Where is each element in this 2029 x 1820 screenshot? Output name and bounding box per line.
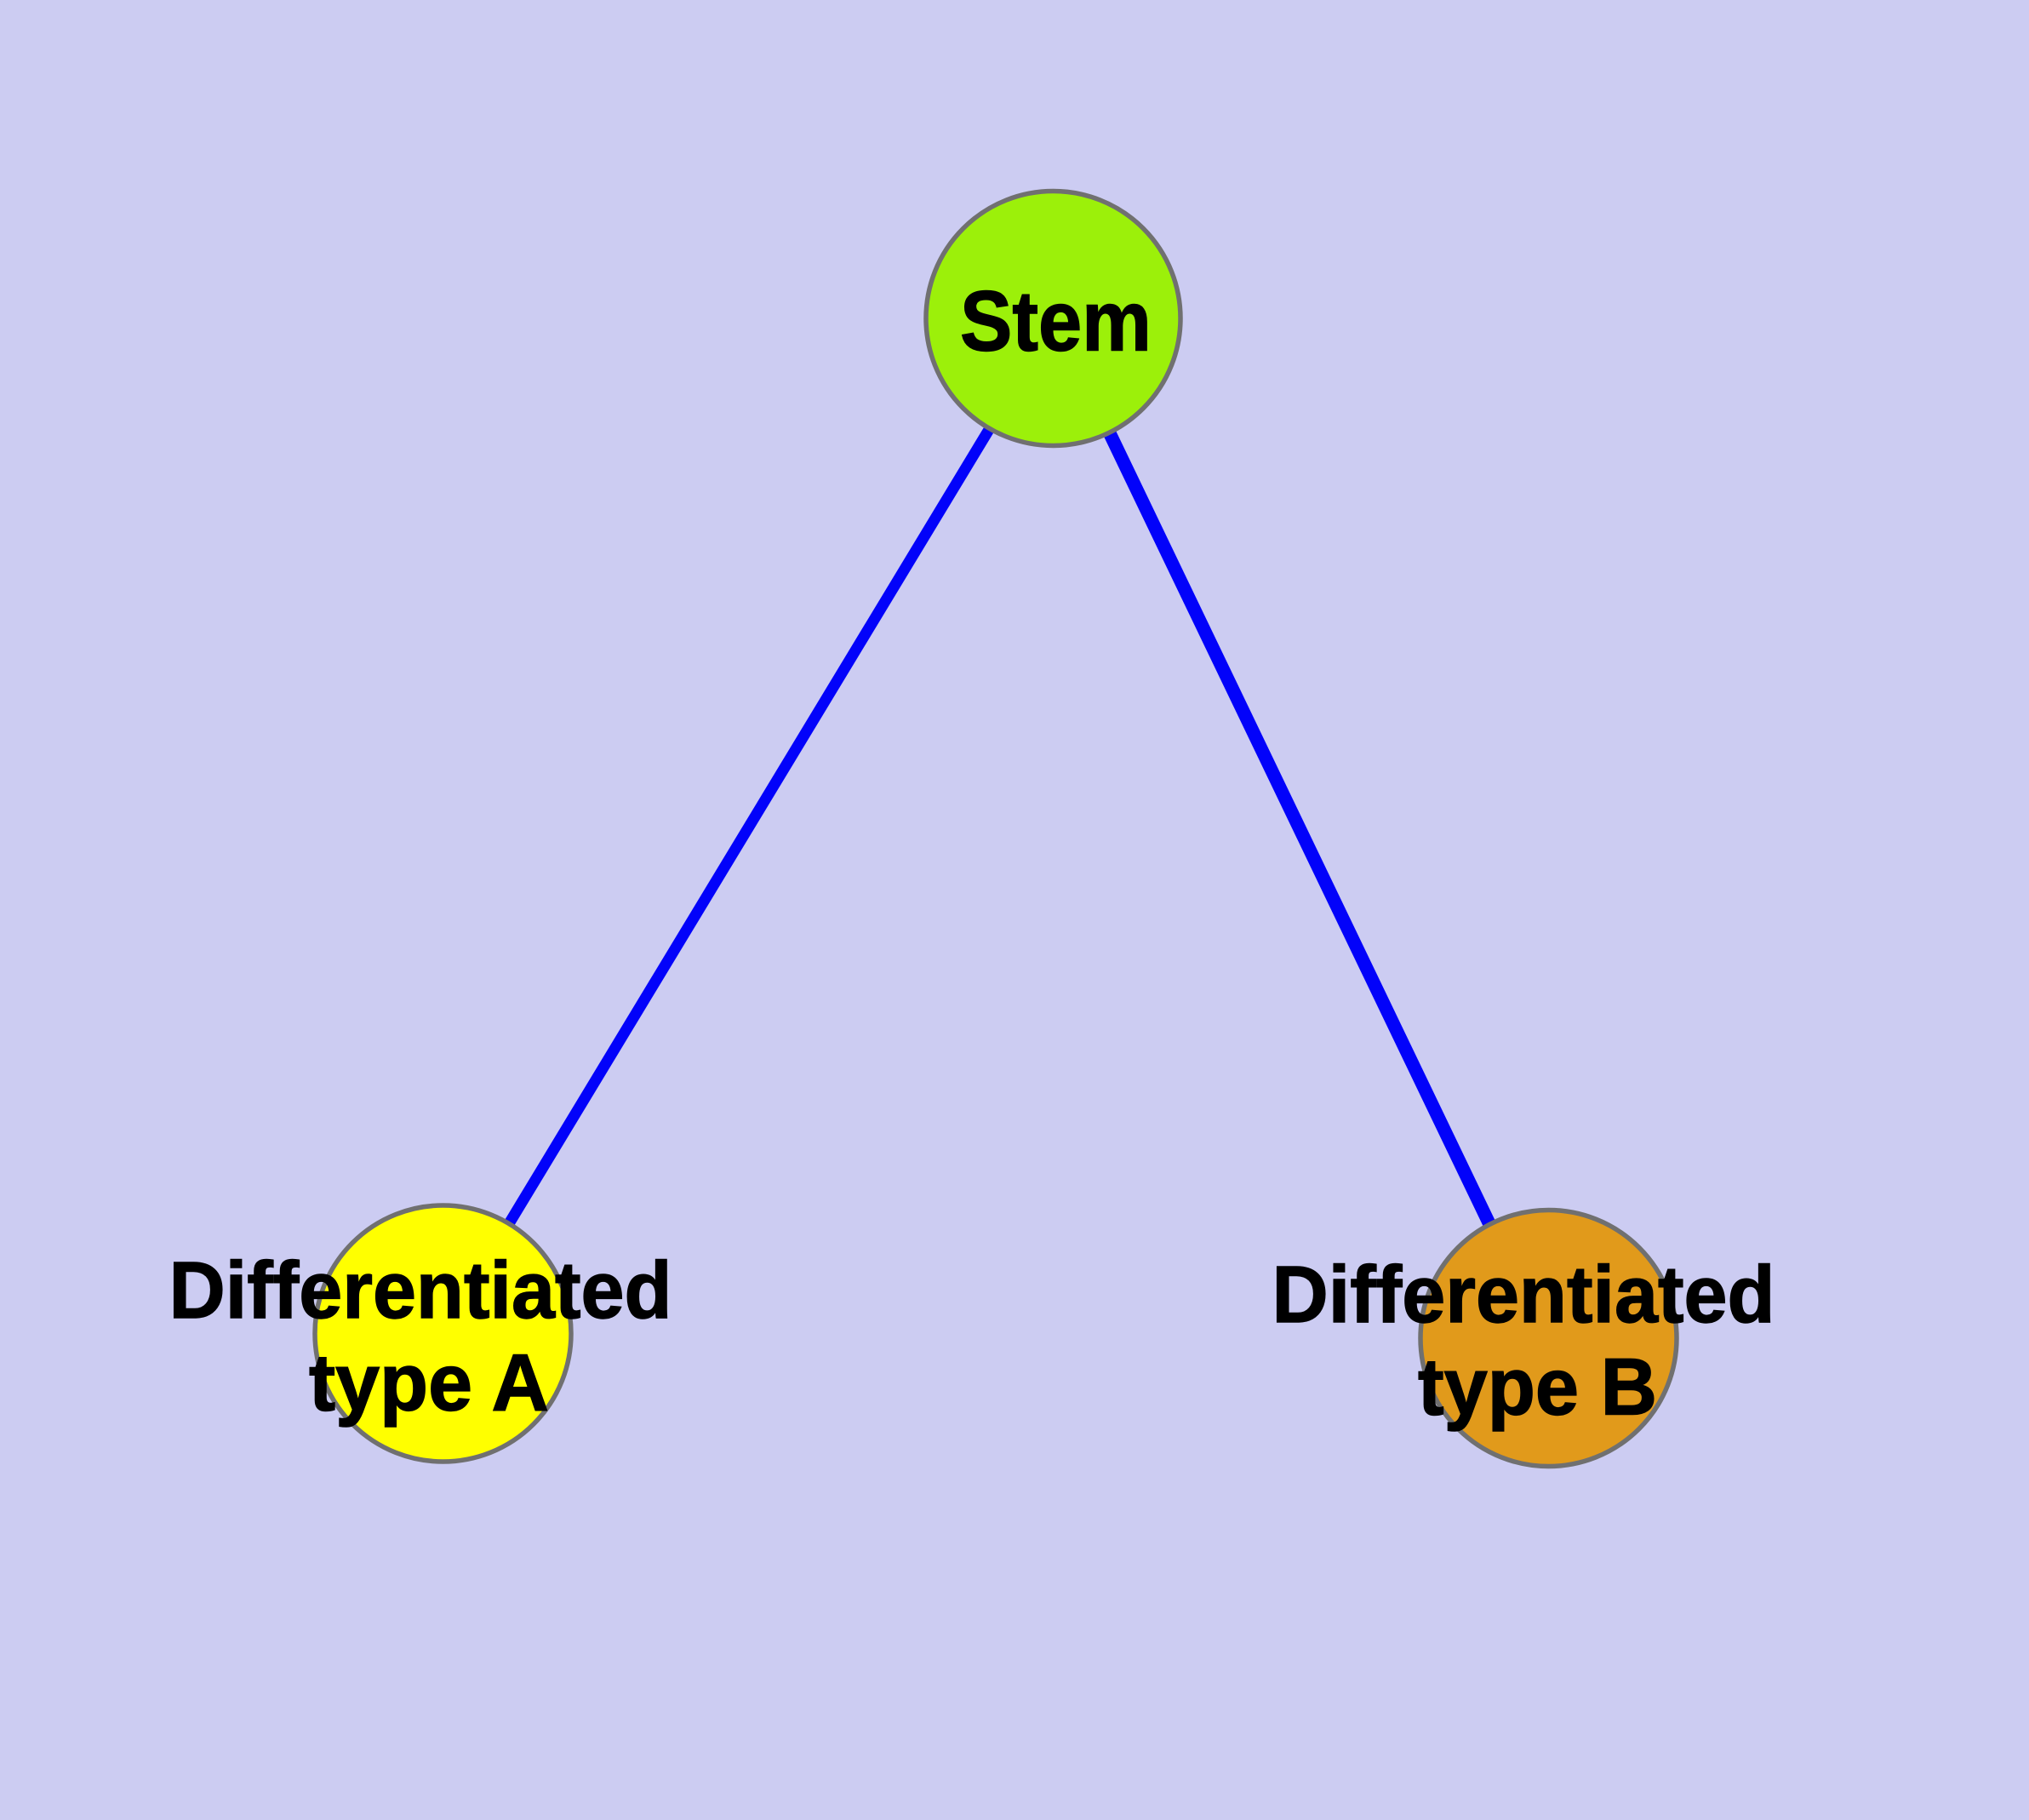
svg-text:Differentiated: Differentiated [169,1245,672,1336]
svg-text:type B: type B [1418,1342,1657,1433]
svg-text:Differentiated: Differentiated [1272,1250,1775,1340]
svg-text:type A: type A [309,1338,549,1428]
svg-text:Stem: Stem [960,274,1152,369]
